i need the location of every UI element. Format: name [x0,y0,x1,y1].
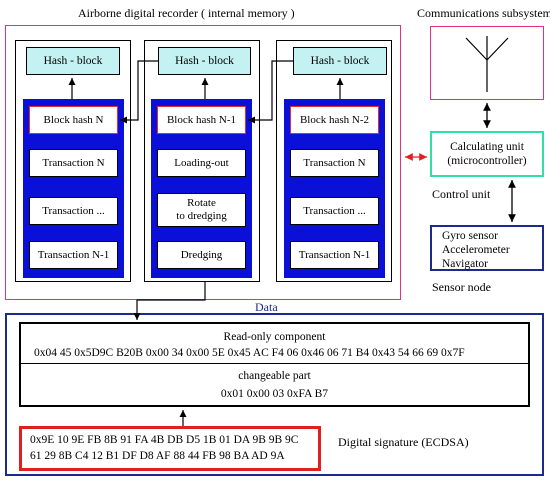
control-unit-label: Control unit [432,187,491,201]
link-hash3-to-chain2 [248,60,293,124]
antenna-icon [465,36,509,92]
signature-hex-line1: 0x9E 10 9E FB 8B 91 FA 4B DB D5 1B 01 DA… [30,434,299,446]
transaction-cell-3-3: Transaction N-1 [290,241,379,269]
changeable-hex: 0x01 0x00 03 0xFA B7 [220,388,329,400]
calculating-unit-box: Calculating unit (microcontroller) [430,131,544,177]
transaction-cell-1-3: Transaction N-1 [29,241,118,269]
block-hash-cell-3: Block hash N-2 [290,106,379,134]
data-label: Data [255,300,278,314]
dredging-cell: Dredging [157,241,246,269]
readonly-component-box: Read-only component 0x04 45 0x5D9C B20B … [19,322,530,407]
rotate-to-dredging-cell: Rotate to dredging [157,193,246,227]
loading-out-cell: Loading-out [157,149,246,177]
transaction-cell-1-1: Transaction N [29,149,118,177]
gyro-sensor-text: Gyro sensor [442,230,498,242]
data-frame [5,313,544,476]
transaction-cell-3-2: Transaction ... [290,197,379,225]
link-hash2-to-chain1 [120,60,158,124]
changeable-title: changeable part [238,370,311,382]
transaction-cell-3-1: Transaction N [290,149,379,177]
readonly-title: Read-only component [223,331,326,343]
navigator-text: Navigator [442,258,488,270]
calculating-unit-line2: (microcontroller) [447,155,527,167]
transaction-cell-1-2: Transaction ... [29,197,118,225]
hash-block-3: Hash - block [293,47,387,75]
sensor-node-label: Sensor node [432,280,491,294]
signature-label: Digital signature (ECDSA) [338,435,469,449]
calculating-unit-line1: Calculating unit [450,141,524,153]
hash-block-2: Hash - block [158,47,251,75]
readonly-section: Read-only component 0x04 45 0x5D9C B20B … [21,324,528,364]
communications-title: Communications subsystem [417,6,550,20]
block-hash-cell-1: Block hash N [29,106,118,134]
readonly-hex: 0x04 45 0x5D9C B20B 0x00 34 0x00 5E 0x45… [34,347,465,359]
signature-hex-line2: 61 29 8B C4 12 B1 DF D8 AF 88 44 FB 98 B… [30,450,285,462]
communications-box [430,26,544,100]
accelerometer-text: Accelerometer [442,244,510,256]
hash-block-1: Hash - block [26,47,120,75]
sensor-node-box: Gyro sensor Accelerometer Navigator [430,225,544,271]
recorder-title: Airborne digital recorder ( internal mem… [78,6,295,20]
link-chain2-to-data [133,282,206,320]
block-hash-cell-2: Block hash N-1 [157,106,246,134]
signature-box: 0x9E 10 9E FB 8B 91 FA 4B DB D5 1B 01 DA… [19,426,321,471]
